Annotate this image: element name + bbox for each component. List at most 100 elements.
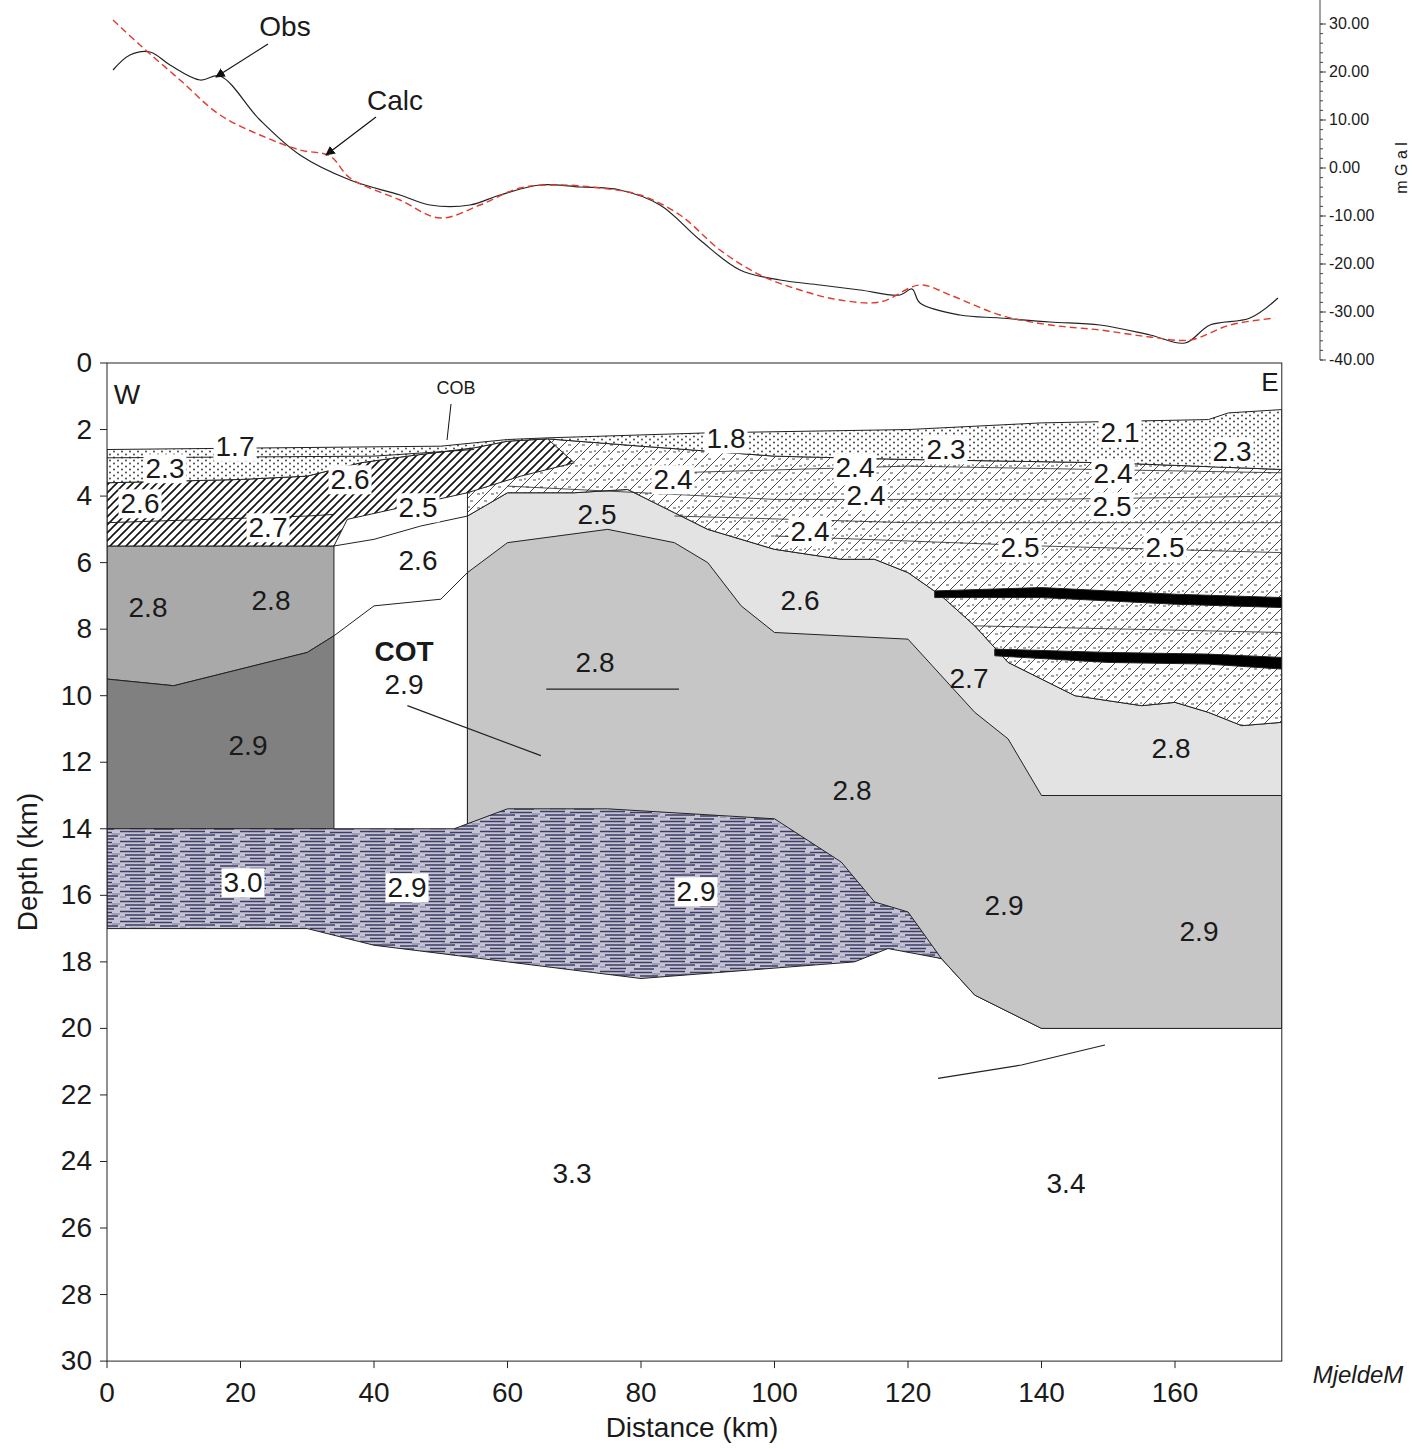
axis-title: Depth (km) (13, 793, 42, 931)
section-part (1320, 177, 1323, 178)
observed-gravity-curve (113, 51, 1278, 343)
section-part (100, 1228, 107, 1229)
section-part (374, 1361, 375, 1368)
sill-body (935, 588, 1282, 608)
section-part (1320, 350, 1323, 351)
density-value: 2.5 (578, 500, 617, 529)
gravity-tick-label: -10.00 (1329, 208, 1374, 225)
section-part (1320, 360, 1326, 361)
distance-tick-label: 0 (99, 1378, 115, 1407)
axis-title: Distance (km) (606, 1413, 779, 1442)
section-part (1320, 244, 1323, 245)
section-part (774, 1361, 775, 1368)
density-value: 2.5 (1091, 492, 1134, 521)
density-value: 2.7 (247, 513, 290, 542)
distance-tick-label: 160 (1152, 1378, 1199, 1407)
depth-tick-label: 30 (61, 1346, 92, 1375)
section-part (1320, 62, 1323, 63)
section-part (1320, 340, 1323, 341)
section-part (100, 961, 107, 962)
density-value: 2.4 (834, 453, 877, 482)
depth-tick-label: 24 (61, 1147, 92, 1176)
section-part (1320, 292, 1323, 293)
section-part (641, 1361, 642, 1368)
section-part (100, 1361, 107, 1362)
section-part (100, 895, 107, 896)
section-part (1320, 168, 1326, 169)
section-part (908, 1361, 909, 1368)
section-part (1320, 148, 1323, 149)
section-part (1320, 91, 1323, 92)
section-part (1320, 168, 1323, 169)
density-value: 2.9 (1180, 917, 1219, 946)
gravity-tick-label: -20.00 (1329, 256, 1374, 273)
section-part (100, 1161, 107, 1162)
density-value: 2.6 (781, 586, 820, 615)
depth-tick-label: 14 (61, 814, 92, 843)
section-part (1320, 264, 1323, 265)
density-value: 2.6 (119, 489, 162, 518)
depth-tick-label: 10 (61, 681, 92, 710)
section-part (100, 695, 107, 696)
distance-tick-label: 60 (492, 1378, 523, 1407)
density-value: 2.4 (652, 465, 695, 494)
section-part (1320, 206, 1323, 207)
density-value: 2.7 (950, 664, 989, 693)
distance-tick-label: 140 (1018, 1378, 1065, 1407)
boundary-label: COB (436, 379, 475, 398)
density-value: 2.8 (576, 648, 615, 677)
horizon-line (674, 516, 1281, 523)
section-part (1175, 1361, 1176, 1368)
section-part (100, 762, 107, 763)
depth-tick-label: 26 (61, 1213, 92, 1242)
section-part (1320, 283, 1323, 284)
density-value: 2.8 (1152, 734, 1191, 763)
section-part (1320, 273, 1323, 274)
section-part (1320, 120, 1326, 121)
section-part (1320, 24, 1326, 25)
depth-tick-label: 2 (76, 415, 92, 444)
section-part (1320, 72, 1326, 73)
sill-body (995, 649, 1282, 669)
horizon-line (508, 486, 1282, 499)
section-part (1320, 254, 1323, 255)
gravity-tick-label: -40.00 (1329, 352, 1374, 369)
axis-ticks (100, 363, 1175, 1368)
calculated-gravity-curve (113, 20, 1275, 341)
section-part (1320, 43, 1323, 44)
section-part (100, 828, 107, 829)
section-part (100, 562, 107, 563)
boundary-label: COT (374, 637, 433, 666)
section-part (100, 629, 107, 630)
gravity-tick-label: 20.00 (1329, 64, 1369, 81)
horizon-line (674, 466, 1281, 473)
horizon-line (975, 626, 1282, 633)
leader-arrow (326, 117, 376, 155)
leader-line (447, 404, 451, 440)
section-part (100, 1094, 107, 1095)
depth-tick-label: 28 (61, 1280, 92, 1309)
section-part (100, 429, 107, 430)
density-value: 2.3 (1211, 437, 1254, 466)
cross-section (107, 410, 1282, 1079)
gravity-tick-label: 0.00 (1329, 160, 1360, 177)
gravity-tick-label: 30.00 (1329, 16, 1369, 33)
section-part (1320, 331, 1323, 332)
depth-tick-label: 12 (61, 748, 92, 777)
section-part (1320, 100, 1323, 101)
section-part (1320, 302, 1323, 303)
section-part (1320, 225, 1323, 226)
section-part (100, 1294, 107, 1295)
depth-tick-label: 6 (76, 548, 92, 577)
density-value: 3.0 (222, 868, 265, 897)
distance-tick-label: 120 (885, 1378, 932, 1407)
section-part (1320, 321, 1323, 322)
distance-tick-label: 20 (225, 1378, 256, 1407)
curve-label: Calc (367, 86, 423, 115)
depth-tick-label: 18 (61, 947, 92, 976)
reflector-line (407, 706, 541, 756)
credit: MjeldeM (1313, 1362, 1404, 1387)
density-value: 1.8 (705, 424, 748, 453)
section-part (1320, 235, 1323, 236)
